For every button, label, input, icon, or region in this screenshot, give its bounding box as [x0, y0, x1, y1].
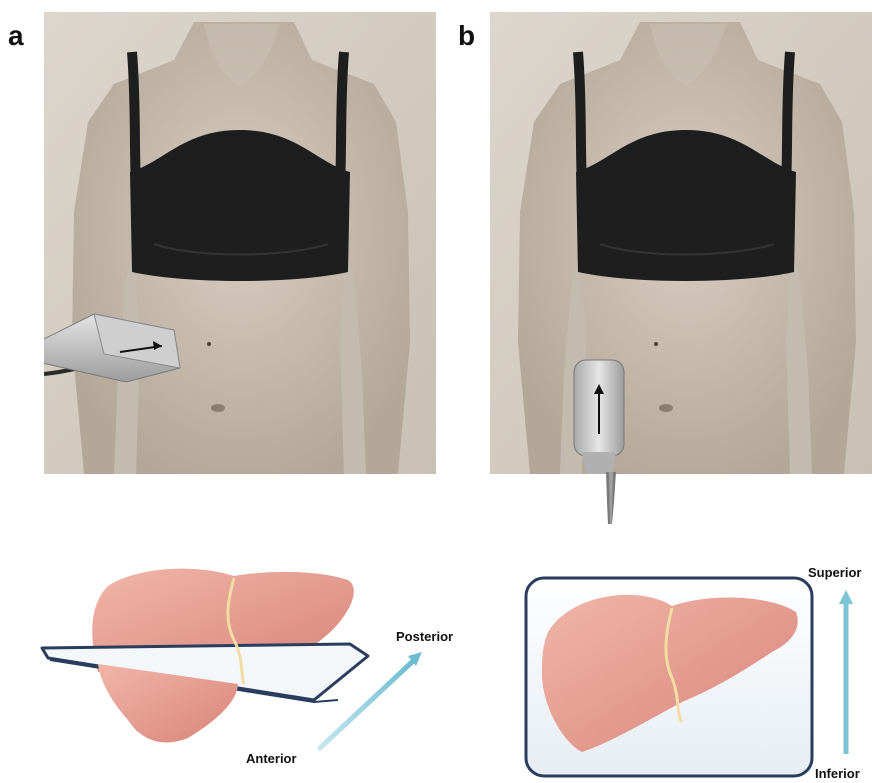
torso-b-illustration [490, 12, 872, 474]
panel-a-letter: a [8, 22, 24, 50]
photo-b-torso [490, 12, 872, 474]
liver-longitudinal-diagram [522, 572, 822, 783]
panel-b-letter: b [458, 22, 475, 50]
anterior-label: Anterior [246, 752, 297, 765]
liver-transverse-diagram [38, 560, 438, 760]
superior-inferior-arrow [834, 588, 858, 758]
probe-b-cable [596, 472, 626, 524]
posterior-label: Posterior [396, 630, 453, 643]
torso-a-illustration [44, 12, 436, 474]
superior-label: Superior [808, 566, 861, 579]
photo-a-torso [44, 12, 436, 474]
inferior-label: Inferior [815, 767, 860, 780]
